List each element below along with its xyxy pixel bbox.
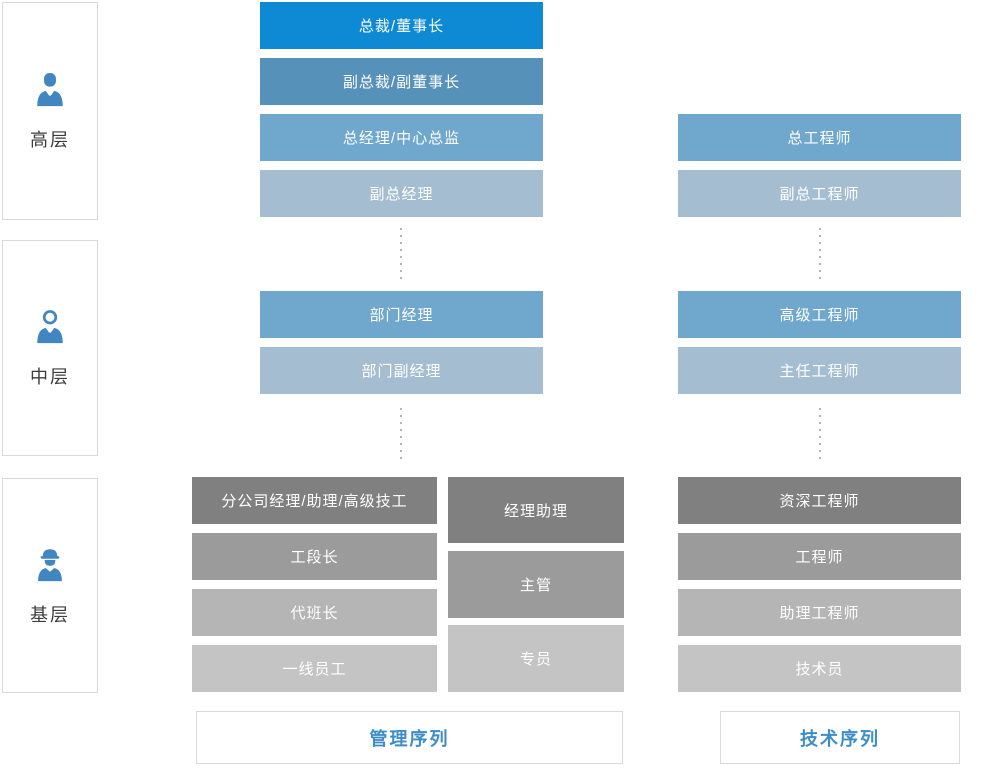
dotted-connector (400, 408, 402, 462)
box-supervisor: 主管 (448, 551, 624, 618)
box-general-manager: 总经理/中心总监 (260, 114, 543, 161)
box-engineer: 工程师 (678, 533, 961, 580)
level-label: 中层 (30, 367, 70, 387)
box-president-chairman: 总裁/董事长 (260, 2, 543, 49)
level-card-junior: 基层 (2, 478, 98, 693)
box-branch-manager: 分公司经理/助理/高级技工 (192, 477, 437, 524)
box-principal-engineer: 主任工程师 (678, 347, 961, 394)
box-deputy-general-manager: 副总经理 (260, 170, 543, 217)
box-specialist: 专员 (448, 625, 624, 692)
technical-sequence-label: 技术序列 (720, 711, 960, 764)
box-manager-assistant: 经理助理 (448, 477, 624, 543)
dotted-connector (819, 228, 821, 281)
box-assistant-engineer: 助理工程师 (678, 589, 961, 636)
level-label: 高层 (30, 130, 70, 150)
level-label: 基层 (30, 604, 70, 625)
box-vice-president: 副总裁/副董事长 (260, 58, 543, 105)
box-frontline-worker: 一线员工 (192, 645, 437, 692)
level-card-middle: 中层 (2, 240, 98, 456)
management-sequence-label: 管理序列 (196, 711, 623, 764)
executive-icon (32, 70, 68, 108)
dotted-connector (400, 228, 402, 281)
box-shift-leader: 代班长 (192, 589, 437, 636)
box-deputy-chief-engineer: 副总工程师 (678, 170, 961, 217)
box-chief-engineer: 总工程师 (678, 114, 961, 161)
middle-manager-icon (32, 307, 68, 345)
box-department-manager: 部门经理 (260, 291, 543, 338)
box-section-chief: 工段长 (192, 533, 437, 580)
dotted-connector (819, 408, 821, 462)
box-expert-engineer: 资深工程师 (678, 477, 961, 524)
box-technician: 技术员 (678, 645, 961, 692)
worker-icon (32, 545, 68, 583)
level-card-senior: 高层 (2, 2, 98, 220)
box-senior-engineer: 高级工程师 (678, 291, 961, 338)
box-deputy-department-manager: 部门副经理 (260, 347, 543, 394)
